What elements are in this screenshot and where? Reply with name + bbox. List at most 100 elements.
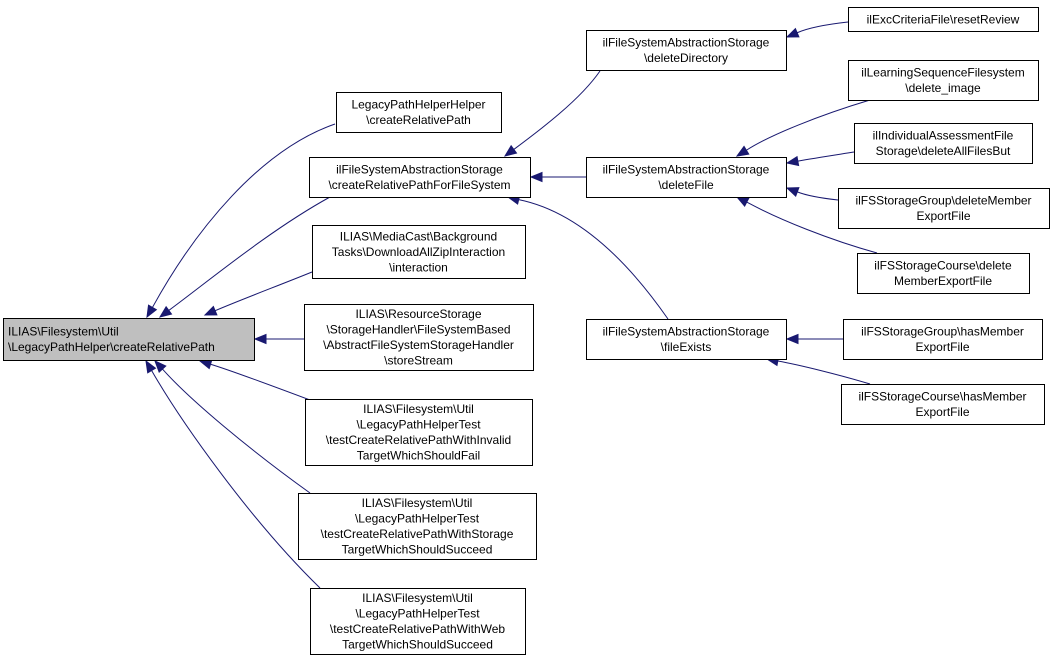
node-box [305, 399, 533, 466]
node-test_web[interactable]: ILIAS\Filesystem\Util \LegacyPathHelperTe… [310, 588, 526, 655]
edge-test_storage-to-root [154, 360, 311, 494]
edge-line [518, 199, 669, 320]
arrowhead-icon [785, 27, 800, 38]
edge-iass_delall-to-fsas_delfile [785, 151, 855, 167]
arrowhead-icon [735, 145, 750, 157]
arrowhead-icon [529, 171, 543, 183]
arrowhead-icon [146, 304, 158, 319]
node-box [586, 319, 787, 360]
node-label-line: \delete_image [905, 81, 981, 95]
node-label-line: ilFileSystemAbstractionStorage [603, 325, 770, 339]
node-box [843, 319, 1043, 360]
node-box [848, 7, 1039, 32]
node-lphh[interactable]: LegacyPathHelperHelper\createRelativePat… [336, 92, 502, 133]
node-label-line: \LegacyPathHelperTest [355, 512, 480, 526]
arrowhead-icon [203, 305, 218, 316]
node-fsas_deldir[interactable]: ilFileSystemAbstractionStorage\deleteDir… [586, 30, 787, 71]
node-box [841, 384, 1045, 425]
node-label-line: ILIAS\ResourceStorage [355, 307, 481, 321]
node-label-line: ilFileSystemAbstractionStorage [336, 163, 503, 177]
arrowhead-icon [198, 359, 213, 370]
edge-line [746, 99, 871, 151]
node-label-line: \interaction [389, 260, 448, 274]
edge-fsas_deldir-to-fsas_crp [503, 70, 601, 157]
node-iass_delall[interactable]: ilIndividualAssessmentFileStorage\delete… [854, 123, 1033, 164]
node-fsas_delfile[interactable]: ilFileSystemAbstractionStorage\deleteFil… [586, 157, 787, 198]
node-exc_reset[interactable]: ilExcCriteriaFile\resetReview [848, 7, 1039, 32]
node-label-line: ILIAS\Filesystem\Util [363, 402, 474, 416]
node-box [304, 304, 534, 371]
nodes: ILIAS\Filesystem\Util \LegacyPathHelper\c… [3, 7, 1050, 655]
node-label-line: MemberExportFile [894, 274, 992, 288]
node-label-line: ILIAS\Filesystem\Util [362, 591, 473, 605]
node-label-line: ExportFile [915, 340, 969, 354]
edge-line [214, 271, 313, 312]
edge-line [796, 21, 849, 34]
node-box [848, 60, 1039, 101]
node-label-line: ilFileSystemAbstractionStorage [603, 163, 770, 177]
node-fsas_crp[interactable]: ilFileSystemAbstractionStorage\createRel… [309, 157, 531, 198]
edge-exc_reset-to-fsas_deldir [785, 21, 849, 38]
node-test_invalid[interactable]: ILIAS\Filesystem\Util \LegacyPathHelperTe… [305, 399, 533, 466]
node-box [838, 188, 1050, 229]
node-label-line: \testCreateRelativePathWithInvalid [326, 433, 511, 447]
node-label-line: Storage\deleteAllFilesBut [876, 144, 1011, 158]
node-label-line: \LegacyPathHelperTest [356, 418, 481, 432]
node-label-line: TargetWhichShouldFail [357, 449, 480, 463]
node-label-line: \createRelativePath [366, 113, 471, 127]
node-fsas_exists[interactable]: ilFileSystemAbstractionStorage\fileExist… [586, 319, 787, 360]
edge-line [151, 370, 321, 589]
node-box [3, 318, 255, 361]
node-box [310, 588, 526, 655]
edge-grp_hasexp-to-fsas_exists [785, 333, 843, 345]
edge-line [162, 368, 311, 494]
node-label-line: \LegacyPathHelper\createRelativePath [8, 340, 215, 354]
node-label-line: \storeStream [384, 354, 453, 368]
arrowhead-icon [735, 196, 750, 207]
node-mediacast[interactable]: ILIAS\MediaCast\BackgroundTasks\Download… [312, 225, 526, 279]
node-box [857, 253, 1030, 294]
node-label-line: \deleteFile [658, 178, 714, 192]
node-label-line: ilLearningSequenceFilesystem [861, 66, 1024, 80]
node-label-line: ilFSStorageGroup\deleteMember [855, 194, 1031, 208]
node-label-line: \deleteDirectory [644, 51, 728, 65]
node-label-line: LegacyPathHelperHelper [351, 98, 485, 112]
node-root[interactable]: ILIAS\Filesystem\Util\LegacyPathHelper\c… [3, 318, 255, 361]
edge-lsq_delimg-to-fsas_delfile [735, 99, 871, 157]
node-label-line: \LegacyPathHelperTest [355, 607, 480, 621]
edge-line [777, 360, 871, 385]
node-label-line: ilExcCriteriaFile\resetReview [867, 12, 1020, 26]
node-test_storage[interactable]: ILIAS\Filesystem\Util \LegacyPathHelperTe… [298, 493, 537, 560]
node-label-line: ILIAS\MediaCast\Background [340, 229, 497, 243]
node-box [312, 225, 526, 279]
edge-resource-to-root [253, 333, 304, 345]
node-label-line: \fileExists [661, 340, 712, 354]
edge-line [797, 151, 855, 162]
node-box [586, 157, 787, 198]
node-box [336, 92, 502, 133]
node-resource[interactable]: ILIAS\ResourceStorage \StorageHandler\Fil… [304, 304, 534, 371]
node-label-line: ilIndividualAssessmentFile [873, 129, 1014, 143]
edge-line [746, 201, 878, 254]
edge-mediacast-to-root [203, 271, 313, 316]
node-label-line: ilFileSystemAbstractionStorage [603, 36, 770, 50]
node-lsq_delimg[interactable]: ilLearningSequenceFilesystem\delete_imag… [848, 60, 1039, 101]
node-label-line: \testCreateRelativePathWithWeb [330, 622, 506, 636]
node-label-line: \StorageHandler\FileSystemBased [326, 323, 510, 337]
edge-fsas_delfile-to-fsas_crp [529, 171, 587, 183]
node-label-line: \testCreateRelativePathWithStorage [321, 527, 514, 541]
edge-fsas_exists-to-fsas_crp [506, 194, 669, 320]
node-label-line: ILIAS\Filesystem\Util [362, 496, 473, 510]
arrowhead-icon [253, 333, 267, 345]
node-label-line: TargetWhichShouldSucceed [342, 543, 493, 557]
edge-lphh-to-root [146, 123, 336, 319]
edge-line [152, 123, 336, 308]
edge-line [513, 70, 601, 150]
node-label-line: ilFSStorageCourse\delete [874, 259, 1012, 273]
